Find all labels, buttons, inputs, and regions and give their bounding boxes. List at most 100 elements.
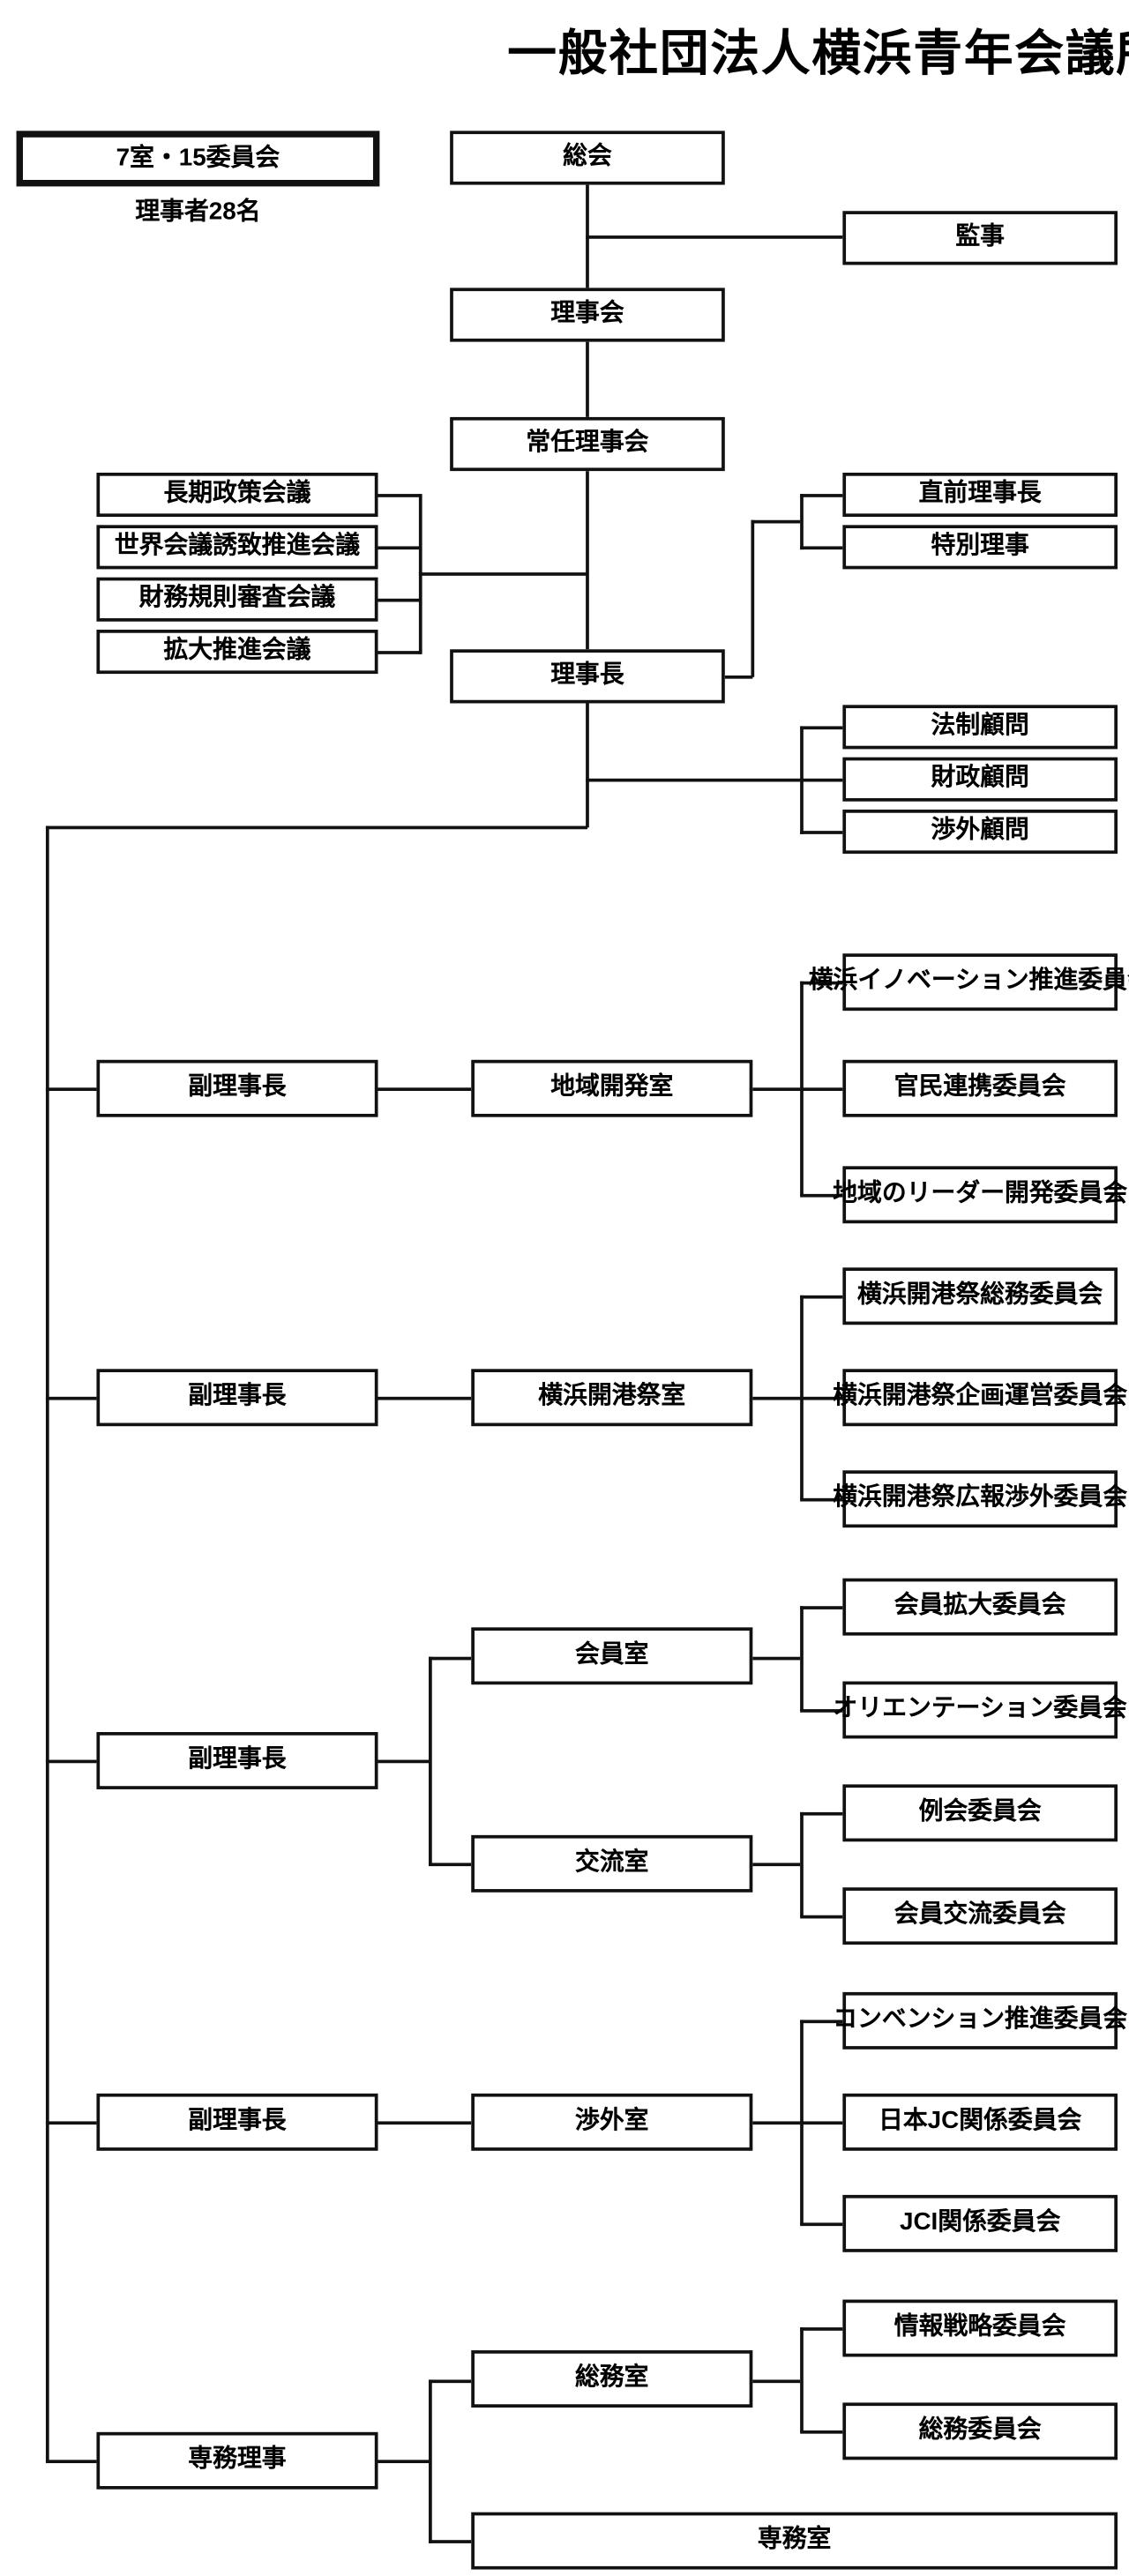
line-room-1-bus-in — [752, 1396, 801, 1400]
box-officer-3: 副理事長 — [96, 2093, 378, 2151]
box-committee-2-0-0: 会員拡大委員会 — [842, 1578, 1118, 1636]
line-trunk-officer-4 — [45, 2460, 97, 2464]
box-officer-4: 専務理事 — [96, 2431, 378, 2490]
line-trunk-officer-2 — [45, 1759, 97, 1764]
line-room-3-bus-in — [752, 2121, 801, 2125]
summary-note: 理事者28名 — [135, 198, 261, 226]
line-room-2-1-c1 — [800, 1915, 843, 1919]
line-room-4-0-bus — [800, 2327, 804, 2432]
line-room-2-1-bus-in — [752, 1863, 801, 1867]
line-room-2-0-bus-in — [752, 1656, 801, 1661]
line-officer-3-room — [378, 2121, 472, 2125]
box-council-0: 長期政策会議 — [96, 472, 378, 518]
box-committee-1-0-1: 横浜開港祭企画運営委員会 — [833, 1369, 1127, 1427]
box-committee-4-0-1: 総務委員会 — [842, 2402, 1118, 2460]
line-assembly-auditors — [586, 235, 843, 239]
line-spec-0-stub — [800, 494, 843, 497]
line-officer-2-bus — [429, 1656, 432, 1865]
line-trunk-officer-1 — [45, 1396, 97, 1400]
line-council-1-stub — [378, 546, 421, 550]
line-spec-drop — [751, 519, 755, 677]
box-room-0-0: 地域開発室 — [471, 1059, 753, 1117]
line-council-3-stub — [378, 651, 421, 654]
box-committee-1-0-0: 横浜開港祭総務委員会 — [842, 1267, 1118, 1325]
line-adv-bus — [800, 726, 804, 834]
line-adv-0-stub — [800, 726, 843, 730]
line-room-3-c1 — [800, 2121, 843, 2125]
line-council-to-trunk — [418, 572, 587, 576]
line-officer-4-room-0 — [429, 2379, 472, 2384]
box-board-of-directors: 理事会 — [450, 287, 725, 342]
line-adv-1-stub — [800, 778, 843, 782]
box-standing-board: 常任理事会 — [450, 416, 725, 472]
line-spec-join-president — [724, 675, 753, 679]
box-committee-2-1-0: 例会委員会 — [842, 1784, 1118, 1842]
box-advisor-0: 法制顧問 — [842, 705, 1118, 750]
line-room-0-bus-in — [752, 1087, 801, 1092]
box-council-2: 財務規則審査会議 — [96, 577, 378, 622]
line-adv-2-stub — [800, 831, 843, 834]
line-room-0-c0 — [800, 981, 843, 985]
box-room-3-0: 渉外室 — [471, 2093, 753, 2151]
line-room-2-1-c0 — [800, 1811, 843, 1816]
box-room-2-0: 会員室 — [471, 1627, 753, 1685]
box-council-3: 拡大推進会議 — [96, 630, 378, 675]
box-committee-3-0-1: 日本JC関係委員会 — [842, 2093, 1118, 2151]
line-trunk-left — [45, 825, 587, 830]
line-board-standing — [586, 341, 589, 417]
box-room-4-0: 総務室 — [471, 2350, 753, 2408]
line-officer-1-room — [378, 1396, 472, 1400]
line-room-3-c0 — [800, 2020, 843, 2024]
box-committee-0-0-0: 横浜イノベーション推進委員会 — [809, 953, 1129, 1012]
line-room-0-c1 — [800, 1087, 843, 1092]
line-room-0-c2 — [800, 1193, 843, 1198]
box-committee-2-0-1: オリエンテーション委員会 — [834, 1681, 1127, 1739]
page-title: 一般社団法人横浜青年会議所 2017年度組織図 — [507, 27, 1129, 82]
line-spec-to-trunk — [751, 519, 801, 524]
box-special-director-0: 直前理事長 — [842, 472, 1118, 518]
box-officer-0: 副理事長 — [96, 1059, 378, 1117]
line-officer-4-room-1 — [429, 2540, 472, 2543]
box-committee-2-1-1: 会員交流委員会 — [842, 1887, 1118, 1945]
box-room-1-0: 横浜開港祭室 — [471, 1369, 753, 1427]
box-officer-1: 副理事長 — [96, 1369, 378, 1427]
line-spec-1-stub — [800, 546, 843, 550]
box-committee-1-0-2: 横浜開港祭広報渉外委員会 — [833, 1470, 1127, 1528]
line-officer-4-bus — [429, 2379, 432, 2543]
line-room-3-c2 — [800, 2222, 843, 2227]
box-room-4-1: 専務室 — [471, 2512, 1118, 2570]
line-room-2-0-bus — [800, 1606, 804, 1711]
line-officer-2-out — [378, 1759, 430, 1764]
box-advisor-2: 渉外顧問 — [842, 810, 1118, 855]
box-officer-2: 副理事長 — [96, 1732, 378, 1789]
line-standing-president — [586, 471, 589, 650]
line-adv-to-trunk — [586, 778, 801, 782]
line-president-drop — [586, 703, 589, 828]
line-council-2-stub — [378, 598, 421, 602]
box-room-2-1: 交流室 — [471, 1834, 753, 1893]
line-trunk-officer-3 — [45, 2121, 97, 2125]
box-president: 理事長 — [450, 649, 725, 704]
line-room-4-0-bus-in — [752, 2379, 801, 2384]
box-committee-3-0-0: コンベンション推進委員会 — [833, 1991, 1127, 2050]
line-room-2-0-c0 — [800, 1606, 843, 1609]
line-room-1-c0 — [800, 1295, 843, 1299]
line-trunk-main — [45, 825, 49, 2462]
box-committee-4-0-0: 情報戦略委員会 — [842, 2299, 1118, 2357]
line-council-0-stub — [378, 494, 421, 497]
line-room-4-0-c0 — [800, 2327, 843, 2331]
line-spec-bus — [800, 494, 804, 550]
box-advisor-1: 財政顧問 — [842, 757, 1118, 802]
box-committee-0-0-1: 官民連携委員会 — [842, 1059, 1118, 1117]
box-committee-0-0-2: 地域のリーダー開発委員会 — [833, 1166, 1127, 1224]
line-room-2-1-bus — [800, 1811, 804, 1917]
line-officer-0-room — [378, 1087, 472, 1092]
line-room-1-c1 — [800, 1396, 843, 1400]
box-general-assembly: 総会 — [450, 131, 725, 185]
line-room-1-c2 — [800, 1497, 843, 1502]
box-special-director-1: 特別理事 — [842, 525, 1118, 570]
line-officer-2-room-0 — [429, 1656, 472, 1661]
line-officer-2-room-1 — [429, 1863, 472, 1867]
box-auditors: 監事 — [842, 211, 1118, 265]
